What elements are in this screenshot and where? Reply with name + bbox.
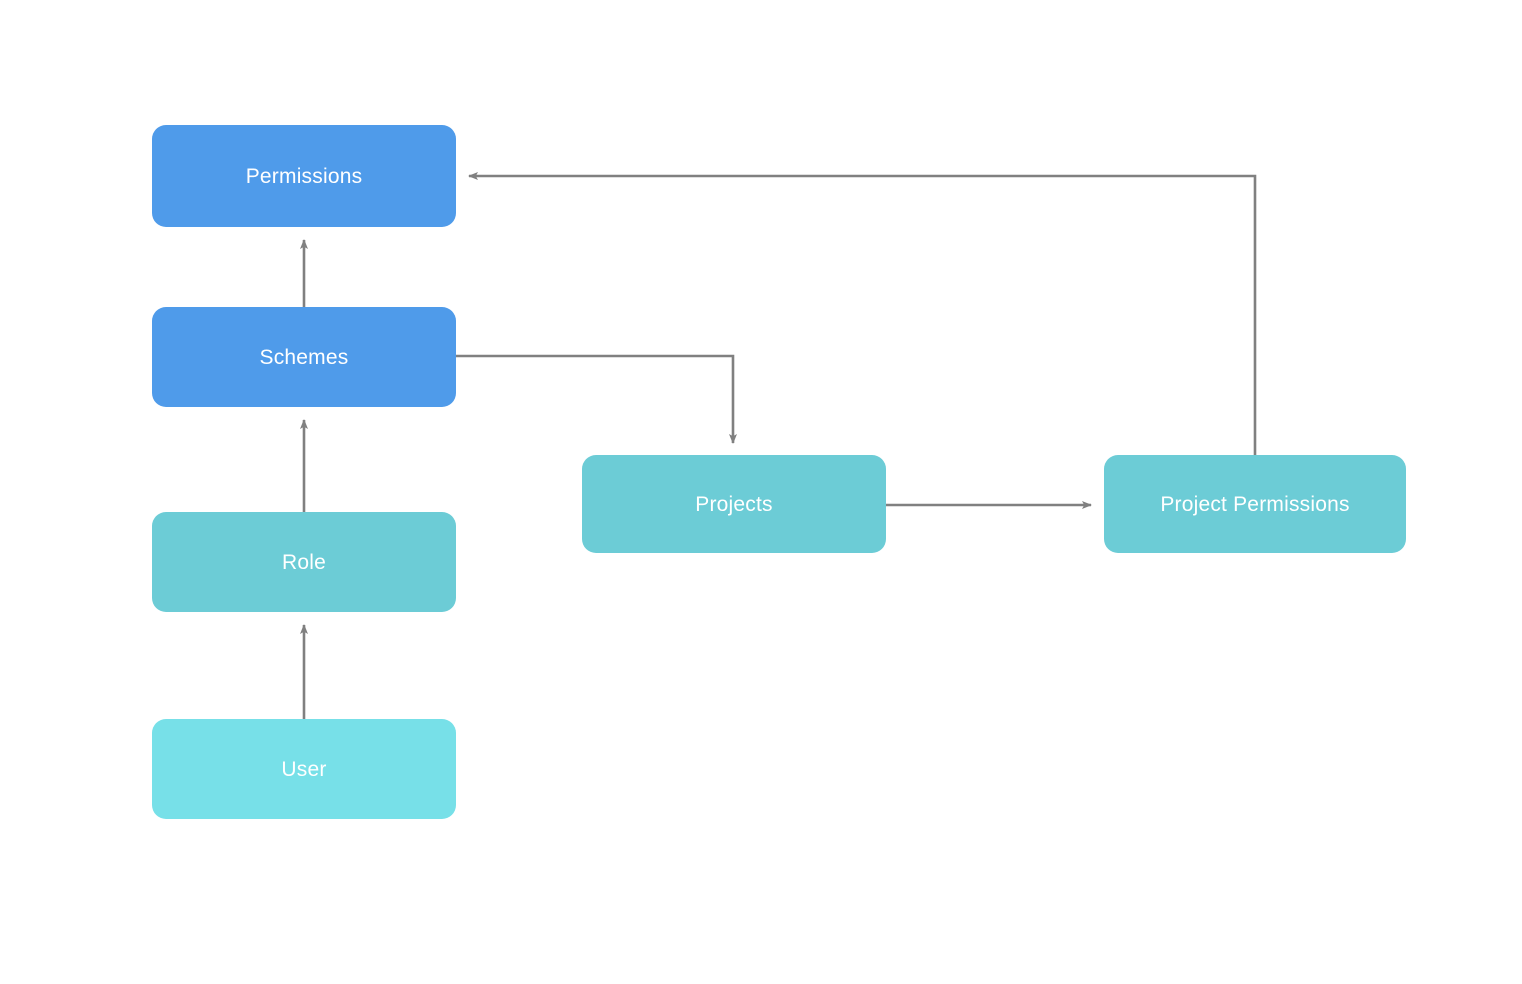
node-role[interactable]: Role — [152, 512, 456, 612]
node-user[interactable]: User — [152, 719, 456, 819]
node-projects-label: Projects — [695, 492, 773, 516]
node-projects[interactable]: Projects — [582, 455, 886, 553]
edge-schemes-to-projects — [456, 354, 737, 444]
node-permissions-label: Permissions — [245, 164, 363, 188]
node-schemes[interactable]: Schemes — [152, 307, 456, 407]
edge-project-permissions-to-permissions — [468, 172, 1257, 455]
node-project-permissions-label: Project Permissions — [1160, 492, 1350, 516]
node-permissions[interactable]: Permissions — [152, 125, 456, 227]
node-schemes-label: Schemes — [259, 345, 349, 369]
node-user-label: User — [281, 757, 327, 781]
node-role-label: Role — [282, 550, 326, 574]
node-project-permissions[interactable]: Project Permissions — [1104, 455, 1406, 553]
